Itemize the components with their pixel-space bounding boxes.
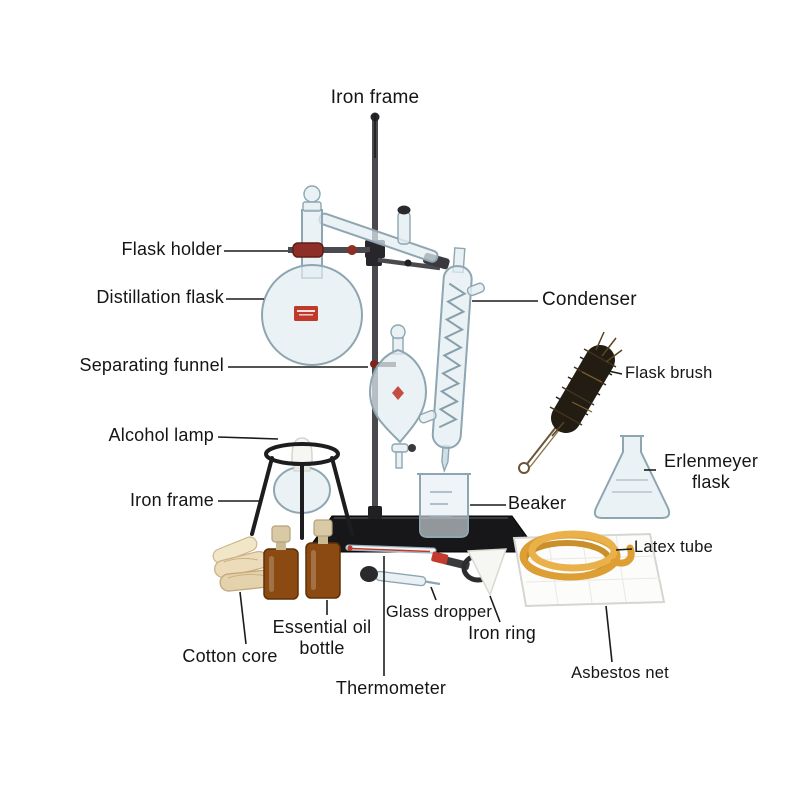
still-head [318,205,439,263]
label-essential-oil-bottle: Essential oil bottle [272,617,372,659]
clamp-arms [288,240,450,271]
ring-grip [431,551,449,565]
alcohol-lamp-tripod [250,437,354,540]
label-condenser: Condenser [542,289,637,310]
erlenmeyer-flask [593,435,671,519]
leader-cotton-core [239,591,247,645]
label-thermometer: Thermometer [335,678,447,698]
white-cone [466,548,508,597]
lamp-hood [291,437,313,464]
flask-brush [518,331,623,474]
glass-stopper [303,185,321,203]
leader-flask-brush [603,369,623,375]
glass-dropper [360,566,441,587]
label-iron-frame-left: Iron frame [129,490,214,510]
label-iron-ring: Iron ring [468,623,536,643]
flask-label [294,306,318,321]
label-iron-frame-top: Iron frame [330,87,420,108]
label-glass-dropper: Glass dropper [385,603,493,621]
latex-tube [519,530,635,581]
leader-glass-dropper [430,586,437,601]
flask-holder-clamp [292,242,324,258]
iron-ring [431,548,508,597]
thermometer-port [397,211,411,245]
leader-alcohol-lamp [217,436,279,440]
label-flask-brush: Flask brush [625,364,713,382]
condenser-coil [438,282,467,429]
label-distillation-flask: Distillation flask [96,287,224,307]
label-flask-holder: Flask holder [121,239,222,259]
label-erlenmeyer-flask: Erlenmeyer flask [663,451,759,493]
label-separating-funnel: Separating funnel [79,355,224,375]
hose-nipple-bottom [418,409,437,424]
thermometer [345,544,437,554]
leader-latex-tube [615,548,633,551]
label-beaker: Beaker [508,493,567,513]
condenser [418,247,485,473]
leader-iron-ring [489,595,501,623]
leader-asbestos-net [605,605,613,663]
dropper-bulb [360,566,378,582]
hose-nipple-top [466,282,485,297]
label-alcohol-lamp: Alcohol lamp [108,425,214,445]
label-cotton-core: Cotton core [182,646,278,666]
separating-funnel [368,324,428,469]
beaker [417,473,471,538]
label-latex-tube: Latex tube [634,538,714,556]
essential-oil-bottles [263,519,341,600]
label-asbestos-net: Asbestos net [571,664,669,682]
distillation-flask [261,185,363,366]
leader-lines [217,114,656,676]
stand-rod [372,118,378,532]
iron-stand [370,112,380,532]
